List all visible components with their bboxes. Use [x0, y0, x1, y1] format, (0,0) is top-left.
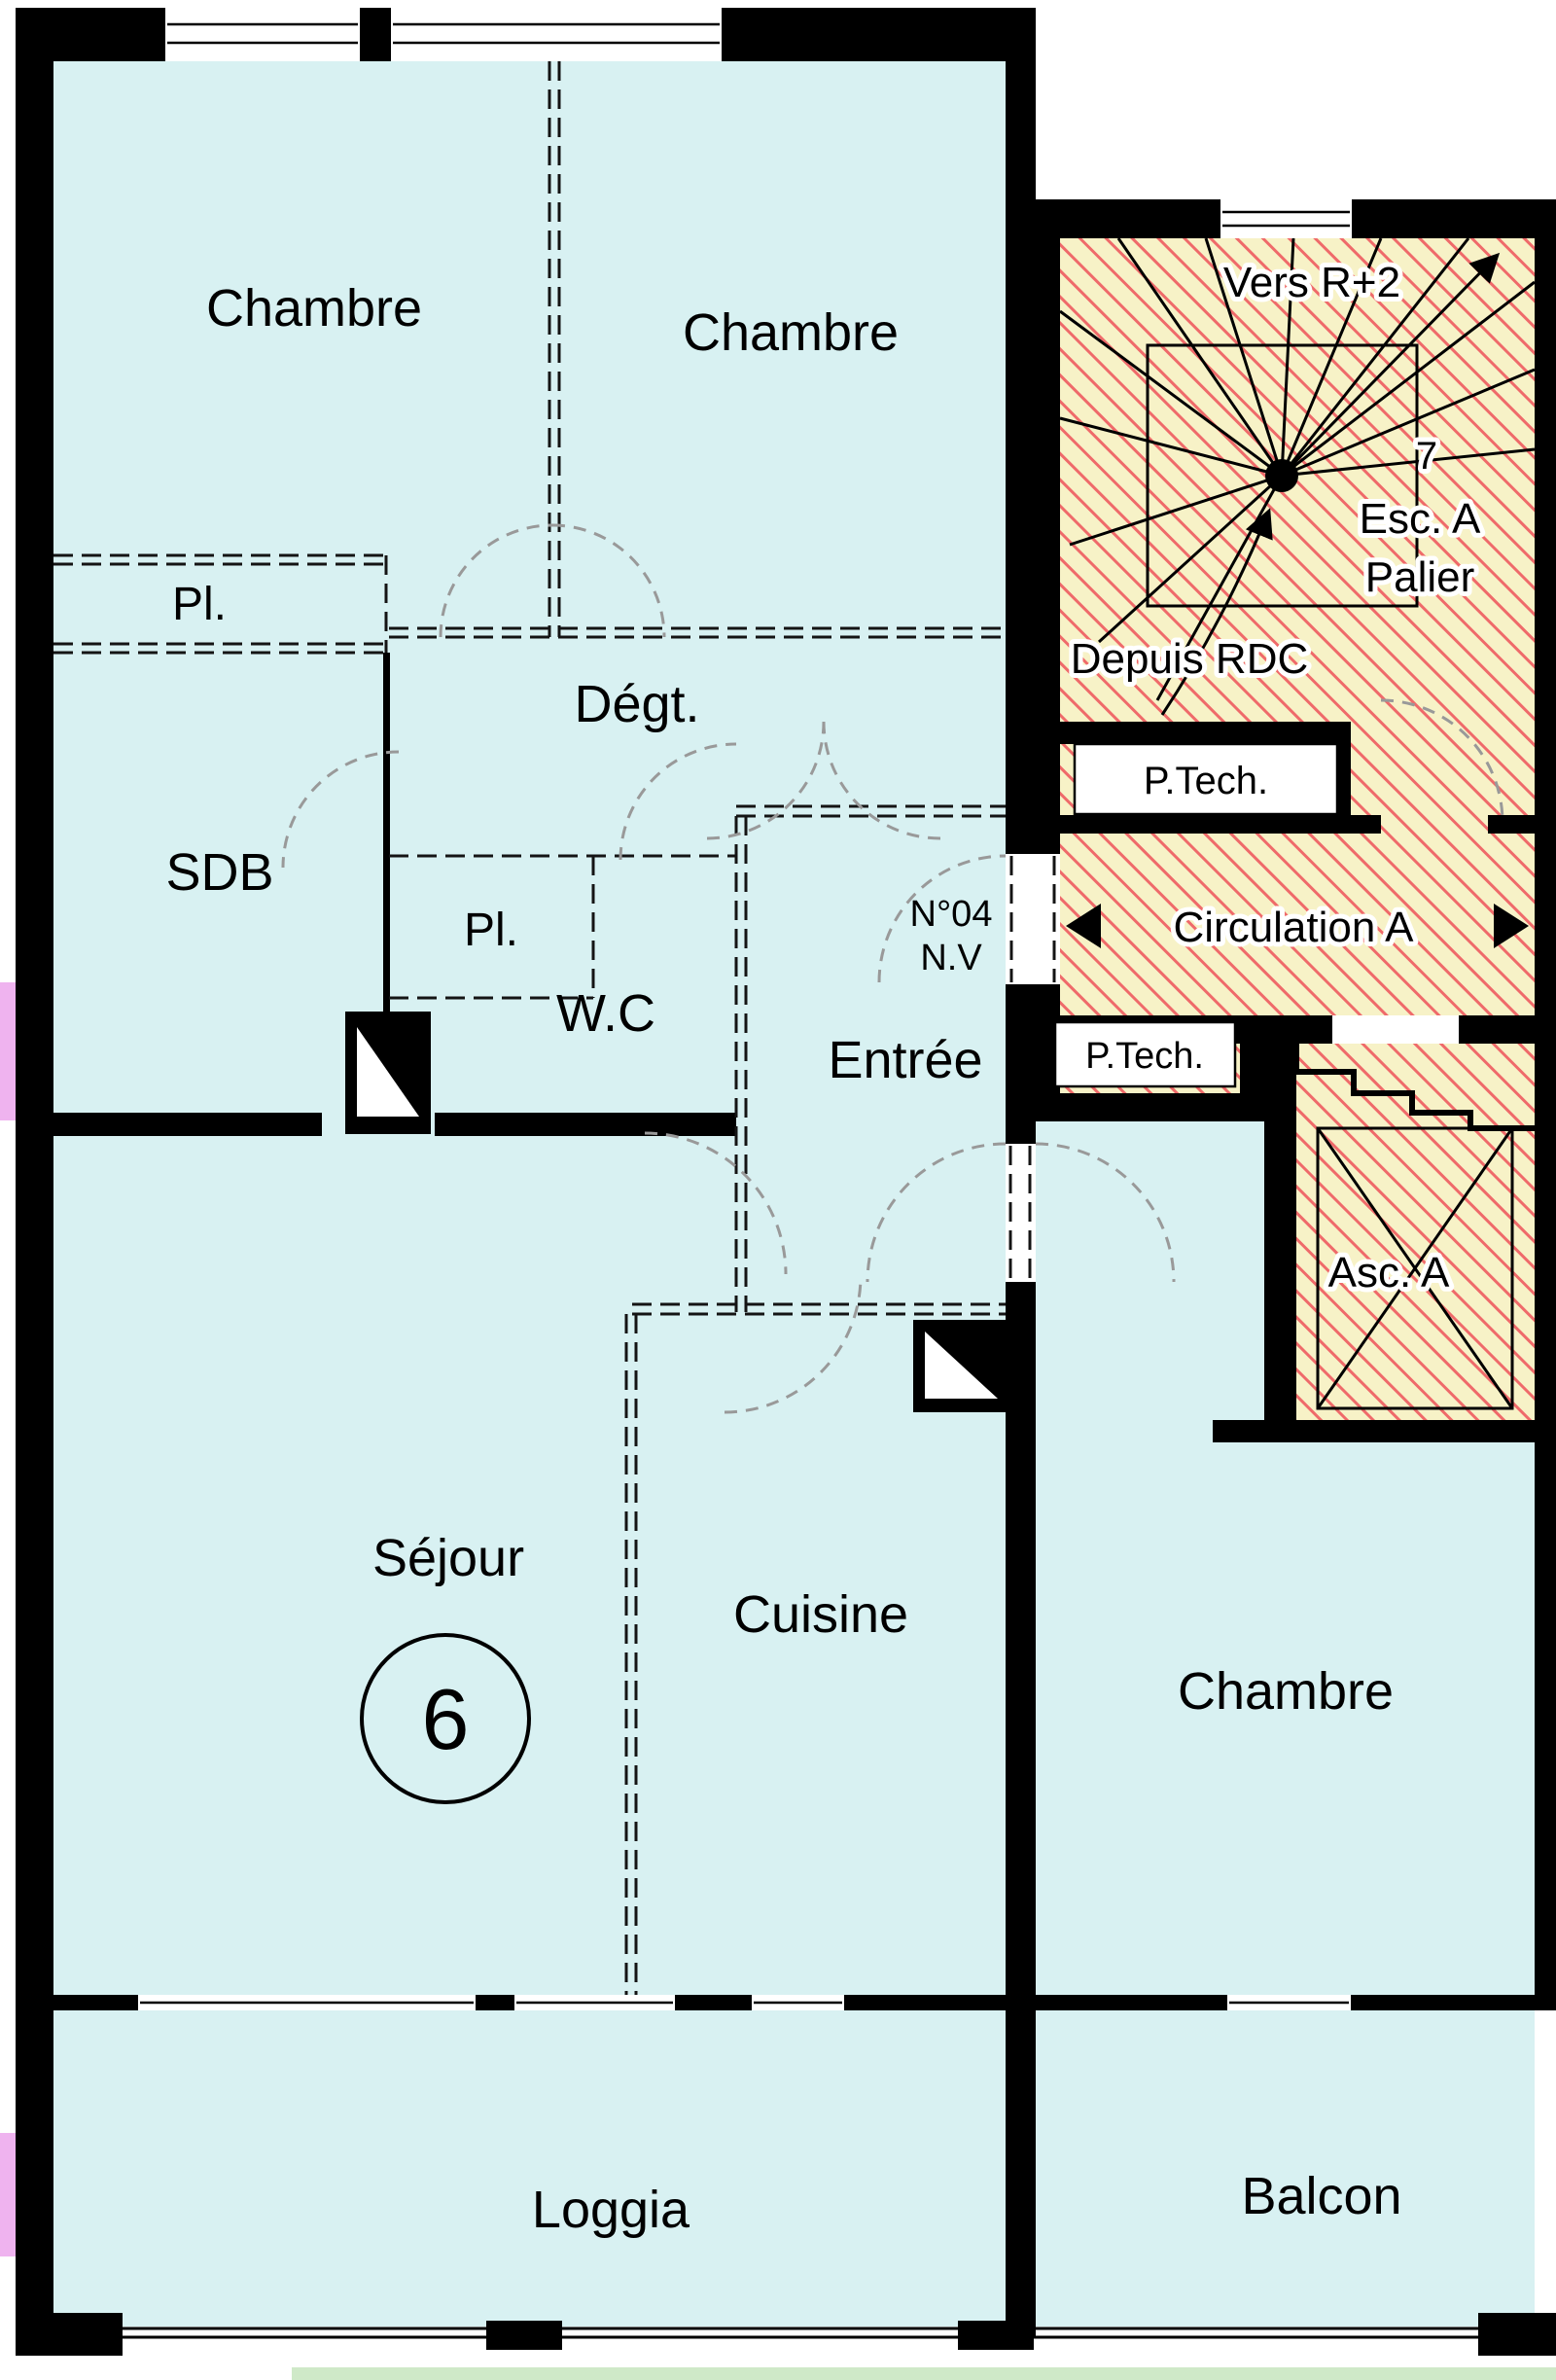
swing-entree-b [822, 721, 941, 840]
wall-apartment-right [1006, 8, 1036, 2010]
room-chambre-right [1036, 1121, 1535, 1995]
wall-sdb-sejour-b [435, 1113, 736, 1136]
apartment-number-circle [360, 1633, 531, 1804]
window-balcon-door [1227, 1995, 1351, 2010]
partitions [53, 61, 1006, 1995]
edge-accents [0, 982, 1556, 2380]
wall-palier-b [1488, 815, 1535, 834]
entry-door-number: N°04 [910, 894, 993, 935]
swing-chambre2 [551, 523, 666, 638]
room-balcon [1036, 2010, 1535, 2327]
wall-stair-bottom [1060, 722, 1351, 744]
door-symbol-entree [913, 1320, 1010, 1412]
stair-core-outline [1146, 343, 1419, 608]
swing-chambre1 [439, 523, 553, 638]
stair-from-below-arrow [1160, 508, 1273, 716]
green-strip [292, 2367, 1556, 2380]
swing-entry-door [877, 854, 1007, 983]
fixtures [360, 742, 1535, 1804]
wall-sdb-sejour-a [53, 1113, 322, 1136]
wall-ptech1-bottom [1060, 815, 1351, 834]
swing-chambre3-b [1035, 1142, 1176, 1283]
door-symbol-sdb [345, 1012, 431, 1134]
chambre3-label: Chambre [1178, 1662, 1394, 1721]
degt-label: Dégt. [574, 675, 699, 733]
room-apartment-main [53, 61, 1006, 1995]
ptech1-label: P.Tech. [1144, 760, 1268, 802]
esc-a-label: Esc. A [1360, 495, 1481, 543]
area-circulation [1060, 834, 1535, 1015]
door-symbols [345, 1012, 1010, 1412]
entry-door-opening [1006, 854, 1060, 984]
balcon-label: Balcon [1241, 2167, 1401, 2225]
wc-label: W.C [556, 984, 655, 1043]
circulation-arrow-right-icon [1494, 904, 1529, 948]
depuis-rdc-label: Depuis RDC [1071, 635, 1309, 683]
asc-stepped-wall [1293, 1044, 1535, 1131]
wall-right-outer [1535, 199, 1556, 2010]
area-ascenseur [1296, 1044, 1535, 1420]
stair-newel [1265, 459, 1298, 492]
door-swings [281, 523, 1504, 1414]
swing-palier [1380, 698, 1504, 823]
stair-details [1059, 237, 1536, 716]
wall-asc-bottom [1213, 1420, 1556, 1442]
pl2-label: Pl. [464, 905, 518, 956]
wall-left [16, 8, 53, 2010]
swing-chambre3-a [866, 1142, 1007, 1283]
pink-strip-top [0, 982, 16, 1120]
swing-cuisine [724, 1275, 863, 1414]
wall-circulation-bottom-b [1459, 1015, 1556, 1044]
asc-a-label: Asc. A [1328, 1249, 1450, 1297]
chambre-door-opening [1006, 1144, 1036, 1282]
chambre2-label: Chambre [683, 303, 899, 362]
circulation-label: Circulation A [1173, 904, 1414, 951]
sdb-label: SDB [165, 843, 273, 902]
loggia-label: Loggia [532, 2181, 690, 2239]
loggia-railing [16, 2313, 1556, 2356]
entree-label: Entrée [828, 1031, 982, 1089]
wall-sdb-right [383, 653, 390, 1113]
swing-sdb [281, 750, 400, 869]
stair-step-number: 7 [1416, 435, 1437, 478]
labels: Chambre Chambre Pl. Dégt. SDB Pl. W.C En… [165, 254, 1486, 2239]
window-top-1 [165, 8, 360, 61]
chambre1-label: Chambre [206, 279, 422, 337]
ptech2-box [1053, 1020, 1237, 1088]
cuisine-label: Cuisine [733, 1585, 908, 1644]
windows [16, 8, 1556, 2356]
apartment-number: 6 [422, 1671, 470, 1767]
wall-asc-left [1264, 1044, 1296, 1442]
window-top-2 [391, 8, 722, 61]
door-openings [1006, 854, 1060, 1282]
room-loggia [53, 2010, 1006, 2327]
window-loggia-1 [138, 1995, 476, 2010]
wall-palier-a [1351, 815, 1381, 834]
window-stairwell [1220, 199, 1352, 238]
ptech1-box [1073, 742, 1339, 816]
window-loggia-2 [514, 1995, 675, 2010]
stair-up-arrow [1280, 252, 1501, 478]
ptech2-label: P.Tech. [1085, 1036, 1204, 1077]
swing-sejour [644, 1131, 788, 1275]
wall-loggia-balcon-divider [1006, 2010, 1036, 2338]
wall-left-loggia [16, 2010, 53, 2354]
entry-door-nv: N.V [920, 938, 982, 978]
apartment-rooms [53, 61, 1535, 2327]
elevator-car [1316, 1126, 1514, 1410]
sejour-label: Séjour [372, 1529, 524, 1587]
circulation-arrow-left-icon [1066, 904, 1101, 948]
palier-label: Palier [1365, 553, 1475, 601]
vers-r2-label: Vers R+2 [1223, 259, 1400, 306]
window-loggia-3 [752, 1995, 844, 2010]
swing-wc [619, 742, 737, 861]
stair-treads [1059, 237, 1536, 701]
pink-strip-bottom [0, 2133, 16, 2256]
wall-ptech2-bottom [1036, 1093, 1264, 1121]
pl1-label: Pl. [172, 579, 227, 630]
swing-entree-a [706, 721, 826, 840]
